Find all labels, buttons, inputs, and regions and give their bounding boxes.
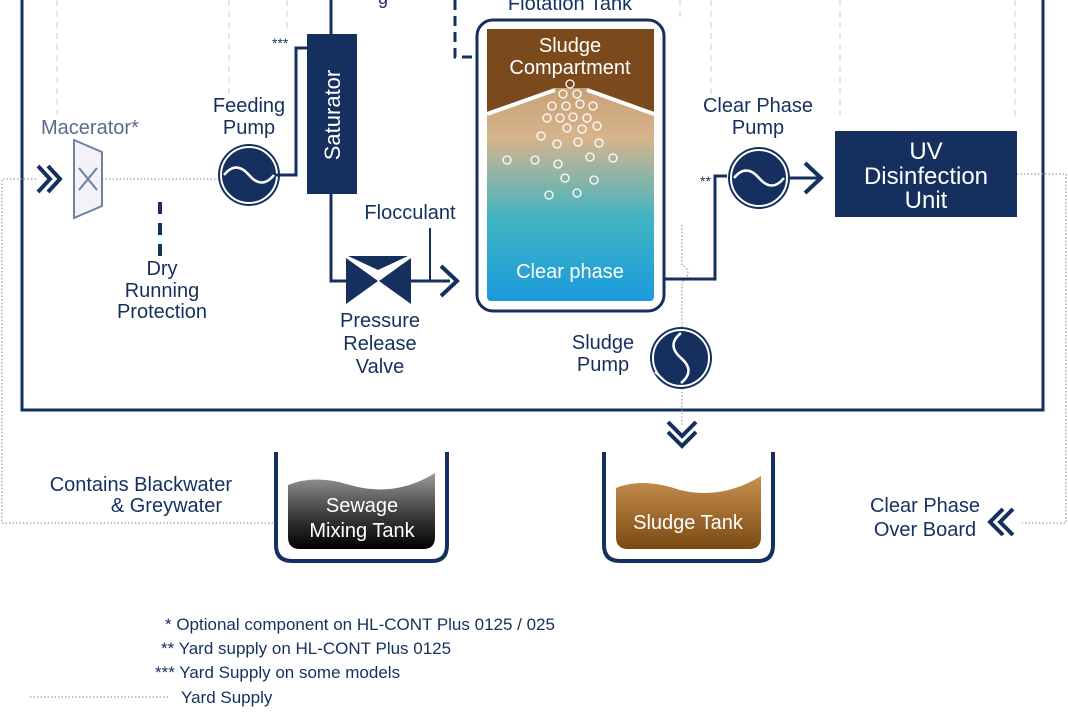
clear-phase-pump-icon [728, 147, 790, 209]
sludge-compartment-label-1: Sludge [539, 35, 601, 57]
saturator-label: Saturator [320, 70, 345, 161]
yard-supply-line-right [1017, 173, 1067, 524]
flotation-tank-title: Flotation Tank [508, 0, 633, 15]
flocculant-label: Flocculant [364, 202, 456, 224]
air-bubbles [502, 79, 618, 200]
uv-label-2: Disinfection [864, 163, 988, 190]
pressure-valve-label-1: Pressure [340, 310, 420, 332]
feeding-pump-label-2: Pump [223, 117, 275, 139]
overboard-label-1: Clear Phase [870, 495, 980, 517]
sludge-pump-label-1: Sludge [572, 332, 634, 354]
sludge-tank-fill [616, 476, 761, 549]
clear-phase-pump-label-1: Clear Phase [703, 95, 813, 117]
sludge-outlet-chevron-icon [666, 420, 698, 449]
sludge-pump-label-2: Pump [577, 354, 629, 376]
saturator-vessel [307, 34, 357, 194]
pipe-tank-clearpump [664, 174, 727, 281]
pressure-valve-label-3: Valve [356, 356, 405, 378]
sewage-tank-label-2: Mixing Tank [309, 520, 415, 542]
sludge-pump-icon [650, 327, 712, 389]
yard-supply-line-left [1, 178, 274, 524]
top-cut-label: g [378, 0, 388, 8]
sludge-compartment-label-2: Compartment [509, 57, 631, 79]
macerator-label: Macerator* [41, 117, 139, 139]
sludge-compartment-divider-right [586, 88, 655, 116]
pipe-feed-saturator [276, 46, 307, 177]
saturator-note: *** [272, 35, 289, 51]
overboard-label-2: Over Board [874, 519, 976, 541]
uv-label-1: UV [909, 138, 942, 165]
legend-item-3: *** Yard Supply on some models [155, 663, 400, 682]
pressure-valve-label-2: Release [343, 333, 416, 355]
clear-phase-pump-label-2: Pump [732, 117, 784, 139]
legend-item-2: ** Yard supply on HL-CONT Plus 0125 [161, 639, 451, 658]
clear-phase-label: Clear phase [516, 261, 624, 283]
sewage-tank-label-1: Sewage [326, 495, 398, 517]
legend: * Optional component on HL-CONT Plus 012… [30, 615, 555, 707]
pipe-saturator-valve [329, 194, 346, 283]
legend-item-1: * Optional component on HL-CONT Plus 012… [165, 615, 555, 634]
uv-label-3: Unit [905, 187, 948, 214]
uv-inlet-chevron-icon [803, 161, 824, 195]
sludge-tank-shell [602, 452, 775, 563]
sewage-tank-fill [288, 473, 435, 549]
control-line [453, 0, 478, 59]
contains-label-2: & Greywater [111, 495, 222, 517]
macerator-icon [73, 138, 103, 220]
feeding-pump-icon [218, 144, 280, 206]
uv-disinfection-unit [835, 131, 1017, 217]
feeding-pump-label-1: Feeding [213, 95, 285, 117]
legend-item-4: Yard Supply [181, 688, 273, 707]
sludge-compartment-divider [486, 88, 556, 116]
dry-running-label-3: Protection [117, 301, 207, 323]
contains-label-1: Contains Blackwater [50, 474, 233, 496]
system-frame [20, 0, 1045, 412]
sludge-compartment-fill [487, 29, 654, 112]
tank-inlet-chevron-icon [439, 264, 460, 298]
background-guides [56, 0, 1016, 120]
sewage-tank-shell [274, 452, 449, 563]
clear-phase-pump-note: ** [700, 173, 711, 189]
dry-running-label-2: Running [125, 280, 200, 302]
sludge-line-dotted [681, 225, 689, 425]
inlet-chevron-icon [36, 164, 63, 194]
sludge-tank-label: Sludge Tank [633, 512, 744, 534]
pressure-valve-icon [346, 256, 411, 304]
overboard-chevron-icon [987, 507, 1015, 537]
dry-running-label-1: Dry [146, 258, 177, 280]
